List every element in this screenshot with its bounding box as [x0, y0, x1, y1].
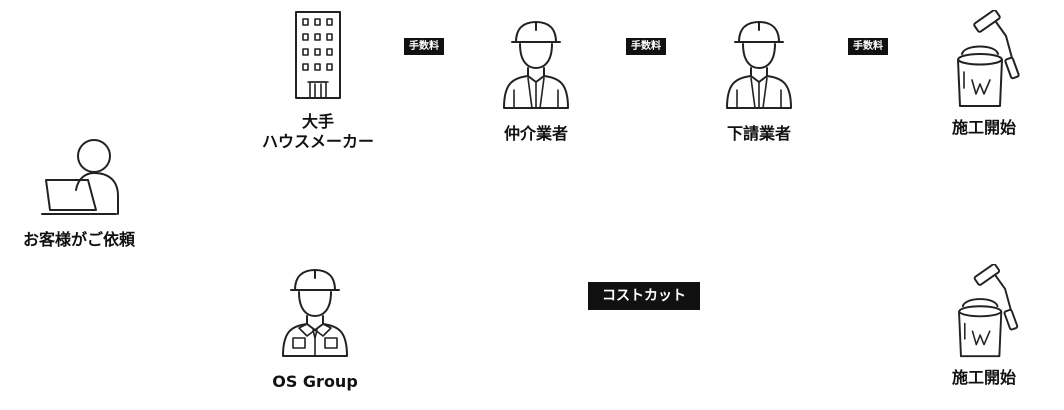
start-node-bottom: 施工開始	[934, 264, 1034, 388]
worker-icon	[503, 21, 569, 109]
fee-badge-3: 手数料	[848, 38, 888, 55]
fee-badge-1: 手数料	[404, 38, 444, 55]
maker-node: 大手 ハウスメーカー	[248, 10, 388, 152]
client-node: お客様がご依頼	[14, 138, 144, 250]
start-label-top: 施工開始	[951, 118, 1016, 137]
fee-badge-2: 手数料	[626, 38, 666, 55]
broker-node: 仲介業者	[486, 18, 586, 144]
broker-label: 仲介業者	[503, 124, 568, 143]
paint-bucket-roller-icon	[957, 10, 1020, 107]
client-label: お客様がご依頼	[22, 230, 135, 249]
uniform-worker-icon	[282, 269, 348, 357]
company-node: OS Group	[263, 266, 367, 392]
start-node-top: 施工開始	[934, 10, 1034, 138]
maker-label-line1: 大手	[301, 112, 334, 131]
paint-bucket-roller-icon	[958, 264, 1019, 358]
maker-label-line2: ハウスメーカー	[261, 132, 374, 151]
customer-laptop-icon	[41, 139, 119, 215]
subcontractor-label: 下請業者	[726, 124, 791, 143]
cost-cut-badge: コストカット	[588, 282, 700, 310]
subcontractor-node: 下請業者	[709, 18, 809, 144]
start-label-bottom: 施工開始	[951, 368, 1016, 387]
worker-icon	[726, 21, 792, 109]
building-icon	[295, 11, 341, 99]
company-label: OS Group	[272, 372, 358, 391]
